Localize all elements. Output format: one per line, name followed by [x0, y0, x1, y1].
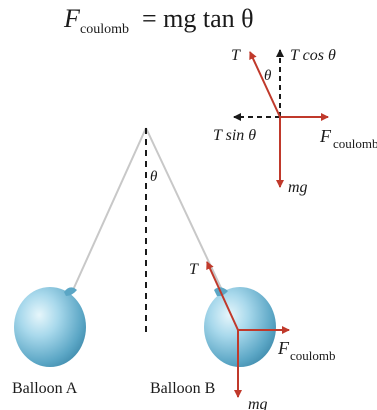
- tension-arrow-fbd: [249, 51, 281, 118]
- fbd-coulomb-subscript: coulomb: [333, 136, 377, 151]
- strings: θ: [72, 127, 223, 335]
- weight-label: mg: [248, 396, 268, 410]
- equation-lhs: F: [63, 4, 81, 33]
- balloon-a-body: [14, 287, 86, 367]
- fbd-coulomb-label: F: [319, 126, 332, 146]
- coulomb-label-subscript: coulomb: [290, 348, 336, 363]
- tension-arrow: [206, 261, 239, 331]
- equation-lhs-subscript: coulomb: [80, 22, 129, 37]
- balloon-b-forces: T F coulomb mg: [189, 261, 336, 410]
- string-b: [145, 127, 223, 291]
- balloon-b-body: [204, 287, 276, 367]
- fbd-t-cos-label: T cos θ: [290, 47, 336, 64]
- equation: F coulomb = mg tan θ: [63, 4, 254, 37]
- fbd-t-sin-label: T sin θ: [213, 127, 256, 144]
- fbd-tension-label: T: [231, 47, 241, 64]
- free-body-diagram: T θ T cos θ T sin θ F coulomb mg: [213, 47, 377, 196]
- balloon-a-label: Balloon A: [12, 380, 78, 397]
- balloon-a-knot: [64, 287, 77, 296]
- balloon-b: [204, 287, 276, 367]
- fbd-weight-label: mg: [288, 179, 308, 196]
- tension-label: T: [189, 261, 199, 278]
- balloon-b-label: Balloon B: [150, 380, 215, 397]
- equation-rhs: = mg tan θ: [142, 4, 254, 33]
- string-a: [72, 127, 147, 291]
- balloon-a: [14, 287, 86, 367]
- fbd-theta-label: θ: [264, 68, 272, 84]
- coulomb-label: F: [277, 338, 290, 358]
- angle-theta-label: θ: [150, 169, 158, 185]
